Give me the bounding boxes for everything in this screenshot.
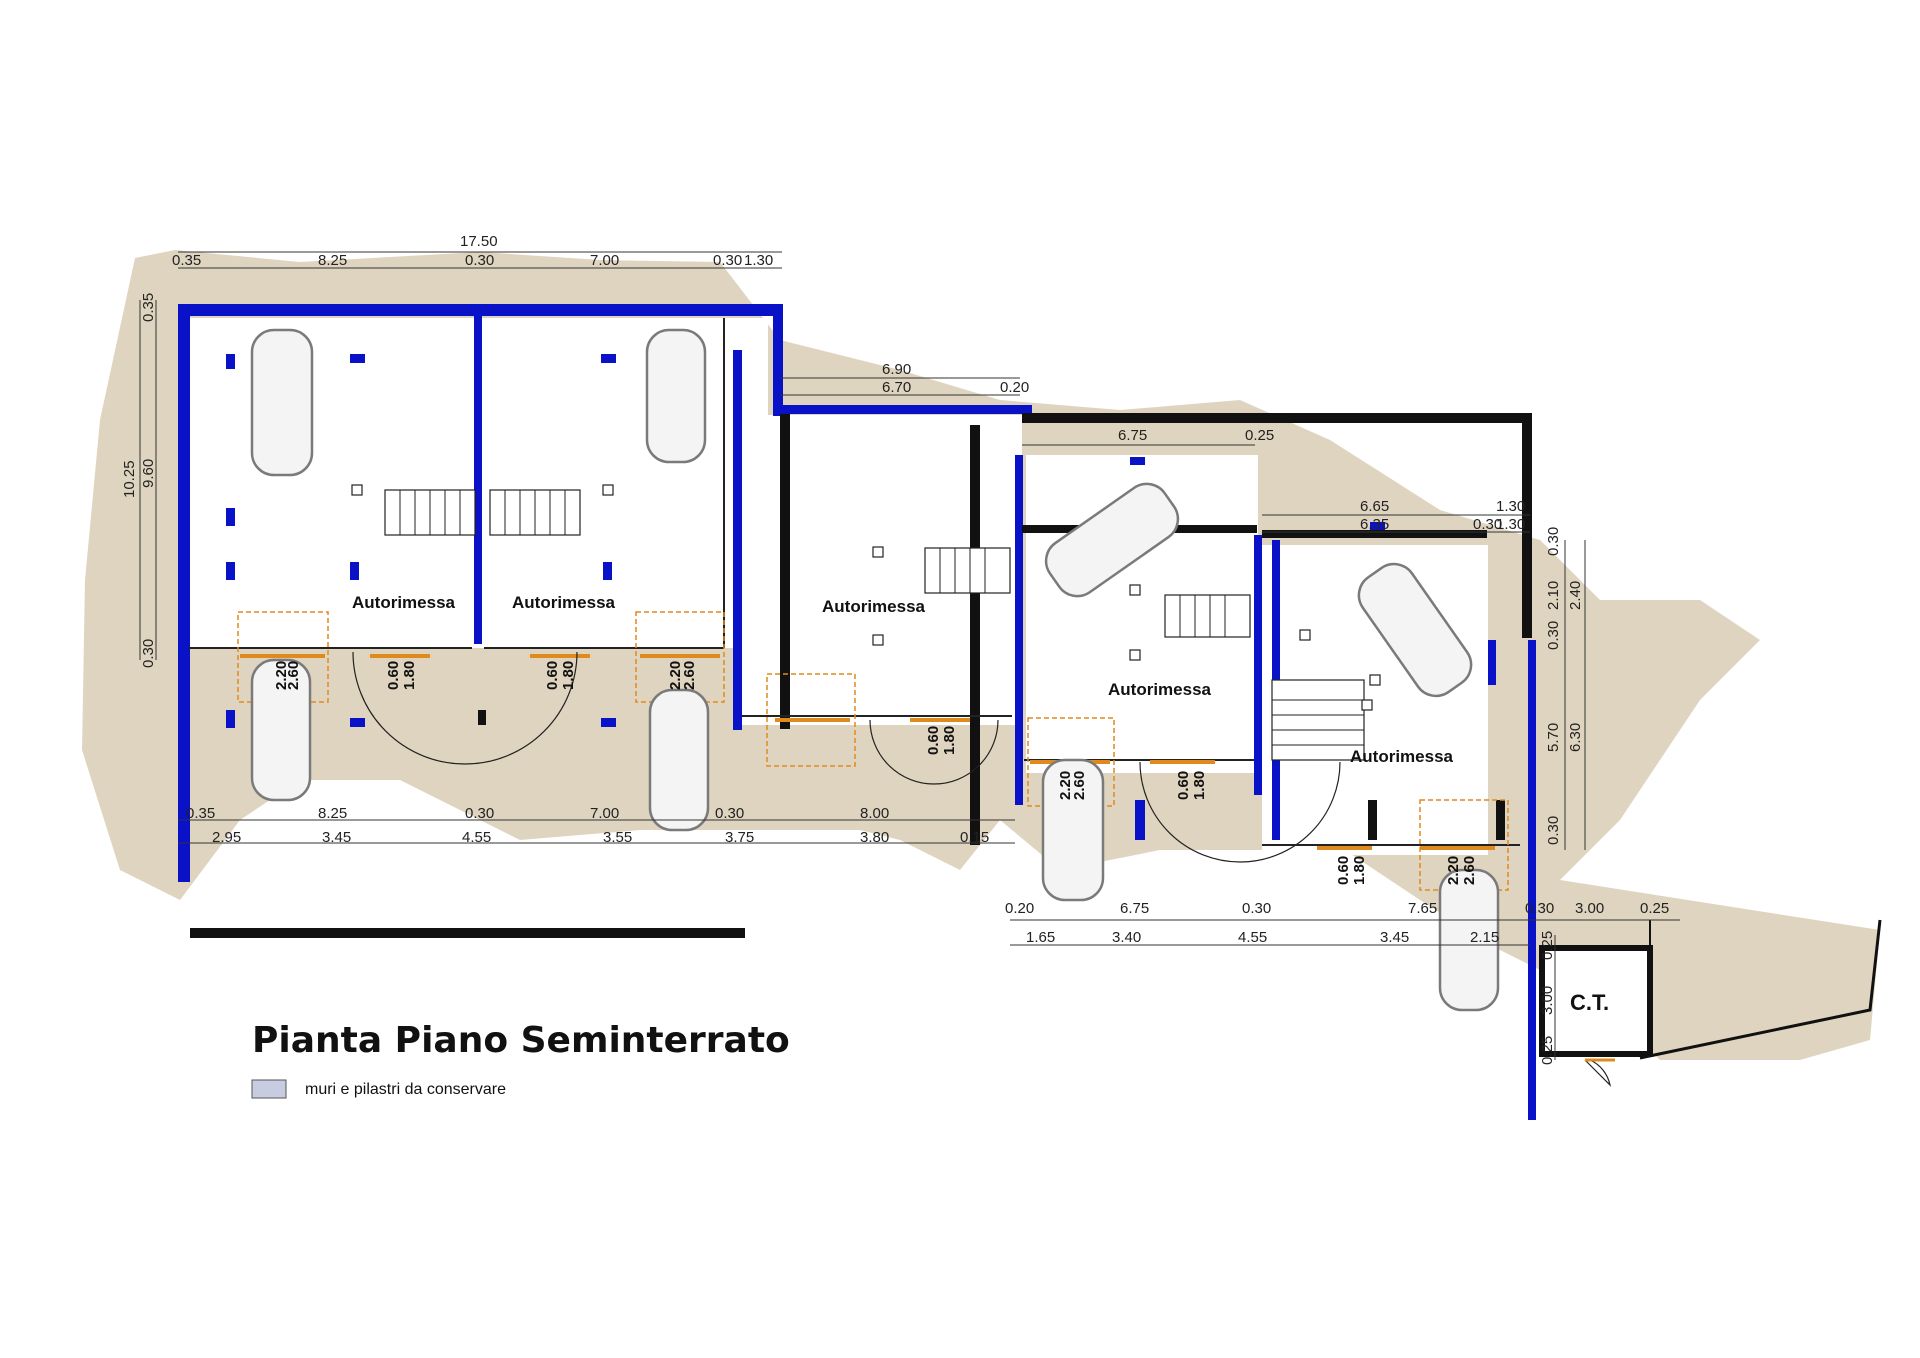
dim-b1-5: 0.30 [715, 805, 744, 822]
dim-ct-2: 3.00 [1539, 986, 1556, 1015]
door-dim-5b: 1.80 [941, 726, 958, 755]
dim-right-5: 0.30 [1545, 816, 1562, 845]
room-label-5: Autorimessa [1350, 747, 1454, 766]
dim-b4-4: 3.45 [1380, 929, 1409, 946]
dimension-lines [139, 251, 1680, 1060]
dim-right-3: 0.30 [1545, 621, 1562, 650]
dim-b2-4: 3.55 [603, 829, 632, 846]
dim-b2-6: 3.80 [860, 829, 889, 846]
dim-right-total-a: 2.40 [1567, 581, 1584, 610]
legend-label: muri e pilastri da conservare [305, 1081, 506, 1098]
dim-b4-2: 3.40 [1112, 929, 1141, 946]
dim-top-5: 0.30 [713, 252, 742, 269]
dim-mid-b: 6.70 [882, 379, 911, 396]
dim-top-1: 0.35 [172, 252, 201, 269]
car-8 [1438, 868, 1500, 1012]
dim-b3-3: 0.30 [1242, 900, 1271, 917]
dim-top-total: 17.50 [460, 233, 498, 250]
door-dim-8b: 1.80 [1351, 856, 1368, 885]
dim-right-2: 2.10 [1545, 581, 1562, 610]
dim-right-4: 5.70 [1545, 723, 1562, 752]
dim-b3-4: 7.65 [1408, 900, 1437, 917]
dim-b3-6: 3.00 [1575, 900, 1604, 917]
dim-left-total: 10.25 [121, 460, 138, 498]
pillars [226, 354, 1385, 728]
room-label-2: Autorimessa [512, 593, 616, 612]
dim-left-inner: 9.60 [140, 459, 157, 488]
dim-b3-2: 6.75 [1120, 900, 1149, 917]
door-dim-6a: 2.20 [1057, 771, 1074, 800]
cars [250, 328, 1500, 1012]
door-dim-6b: 2.60 [1071, 771, 1088, 800]
door-dim-8a: 0.60 [1335, 856, 1352, 885]
dim-b2-5: 3.75 [725, 829, 754, 846]
car-5 [1044, 482, 1180, 598]
car-2 [645, 328, 707, 464]
dim-room4-top-b: 0.25 [1245, 427, 1274, 444]
door-dim-4a: 2.20 [667, 661, 684, 690]
dim-b4-3: 4.55 [1238, 929, 1267, 946]
dim-mid-a: 6.90 [882, 361, 911, 378]
dim-b1-6: 8.00 [860, 805, 889, 822]
door-dim-2a: 0.60 [385, 661, 402, 690]
dim-b2-1: 2.95 [212, 829, 241, 846]
door-dim-4b: 2.60 [681, 661, 698, 690]
door-dim-3b: 1.80 [560, 661, 577, 690]
car-1 [250, 328, 314, 477]
dim-room5-b: 6.35 [1360, 516, 1389, 533]
car-7 [1357, 562, 1473, 698]
room-label-4: Autorimessa [1108, 680, 1212, 699]
stairs [384, 489, 1365, 761]
door-dim-9a: 2.20 [1445, 856, 1462, 885]
car-4 [648, 688, 710, 832]
dim-b4-1: 1.65 [1026, 929, 1055, 946]
door-dim-1a: 2.20 [273, 661, 290, 690]
dim-room5-a: 6.65 [1360, 498, 1389, 515]
dim-b1-3: 0.30 [465, 805, 494, 822]
dim-b3-1: 0.20 [1005, 900, 1034, 917]
dim-left-top: 0.35 [140, 293, 157, 322]
dim-top-3: 0.30 [465, 252, 494, 269]
room-label-3: Autorimessa [822, 597, 926, 616]
door-dim-1b: 2.60 [285, 661, 302, 690]
dim-mid-b2: 0.20 [1000, 379, 1029, 396]
dim-b4-5: 2.15 [1470, 929, 1499, 946]
door-dim-9b: 2.60 [1461, 856, 1478, 885]
dim-right-total-b: 6.30 [1567, 723, 1584, 752]
dim-top-6: 1.30 [744, 252, 773, 269]
dim-ct-1: 0.25 [1539, 931, 1556, 960]
dim-room5-a2: 1.30 [1496, 498, 1525, 515]
dim-room5-b2: 0.30 [1473, 516, 1502, 533]
dim-b2-2: 3.45 [322, 829, 351, 846]
dim-b1-2: 8.25 [318, 805, 347, 822]
dim-b3-5: 0.30 [1525, 900, 1554, 917]
dim-b1-1: 0.35 [186, 805, 215, 822]
door-dim-5a: 0.60 [925, 726, 942, 755]
dim-b2-7: 0.15 [960, 829, 989, 846]
dim-b2-3: 4.55 [462, 829, 491, 846]
room-labels: Autorimessa Autorimessa Autorimessa Auto… [352, 593, 1609, 1015]
room-label-1: Autorimessa [352, 593, 456, 612]
dim-room5-b3: 1.30 [1496, 516, 1525, 533]
car-6 [1041, 758, 1105, 902]
dim-top-2: 8.25 [318, 252, 347, 269]
dim-room4-top: 6.75 [1118, 427, 1147, 444]
markers [351, 484, 1381, 711]
car-3 [250, 658, 312, 802]
door-dim-7b: 1.80 [1191, 771, 1208, 800]
legend-swatch [251, 1079, 287, 1099]
door-dim-2b: 1.80 [401, 661, 418, 690]
dim-b3-7: 0.25 [1640, 900, 1669, 917]
dim-top-4: 7.00 [590, 252, 619, 269]
door-dim-3a: 0.60 [544, 661, 561, 690]
dim-left-bottom: 0.30 [140, 639, 157, 668]
page-title: Pianta Piano Seminterrato [252, 1020, 790, 1061]
door-dim-7a: 0.60 [1175, 771, 1192, 800]
dim-b1-4: 7.00 [590, 805, 619, 822]
dimension-texts: 17.50 0.35 8.25 0.30 7.00 0.30 1.30 0.35… [121, 233, 1669, 1065]
dim-right-1: 0.30 [1545, 527, 1562, 556]
dim-ct-3: 0.25 [1539, 1036, 1556, 1065]
ct-label: C.T. [1570, 990, 1609, 1015]
